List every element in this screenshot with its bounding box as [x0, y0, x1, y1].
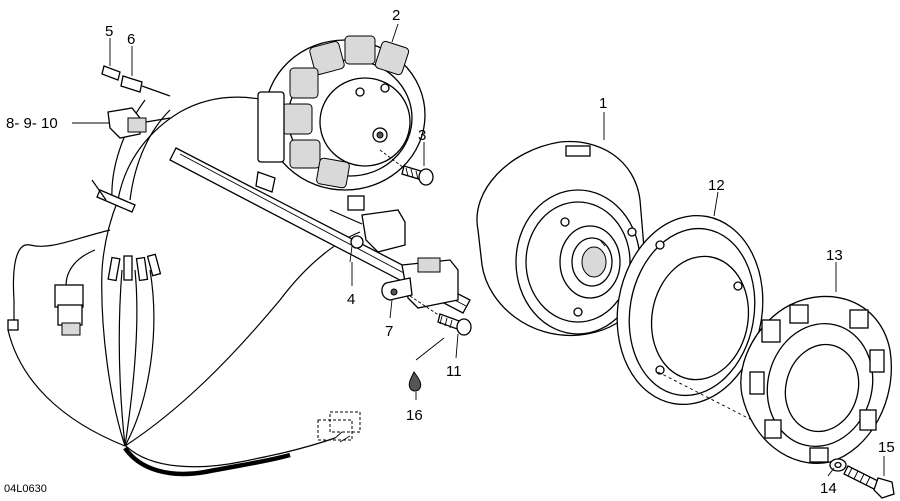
- wire-terminals: [107, 253, 162, 282]
- callout-16: 16: [406, 407, 423, 424]
- starter-cup-part-13: [740, 295, 892, 464]
- callout-4: 4: [347, 291, 355, 308]
- callout-13: 13: [826, 247, 843, 264]
- callout-2: 2: [392, 7, 400, 24]
- dashed-connector: [317, 411, 361, 443]
- bolt-part-15: [843, 465, 895, 499]
- stator-part-2: [255, 35, 426, 193]
- flywheel-part-1: [476, 140, 647, 337]
- screw-part-3: [379, 149, 434, 186]
- callout-3: 3: [418, 127, 426, 144]
- callout-6: 6: [127, 31, 135, 48]
- trigger-coil-part-7: [381, 257, 459, 309]
- ring-gear-part-12: [616, 214, 831, 461]
- callout-5: 5: [105, 23, 113, 40]
- washer-part-14: [829, 458, 847, 472]
- callout-14: 14: [820, 480, 837, 497]
- wiring-harness: [7, 96, 361, 477]
- harness-connector: [54, 284, 84, 336]
- screw-part-11: [409, 295, 472, 336]
- loctite-drop-icon: [408, 337, 445, 392]
- callout-7: 7: [385, 323, 393, 340]
- callout-8-9-10: 8- 9- 10: [6, 115, 58, 132]
- callout-15: 15: [878, 439, 895, 456]
- leader-lines: [72, 23, 885, 477]
- figure-code: 04L0630: [4, 483, 47, 495]
- callout-1: 1: [599, 95, 607, 112]
- pickup-coil: [329, 195, 406, 263]
- callout-12: 12: [708, 177, 725, 194]
- callout-11: 11: [446, 363, 462, 380]
- pin-connectors: [101, 65, 171, 139]
- callout-labels: 1 2 3 4 5 6 7 8- 9- 10 11 12 13 14 15 16…: [4, 7, 895, 497]
- stator-coils: [257, 35, 410, 189]
